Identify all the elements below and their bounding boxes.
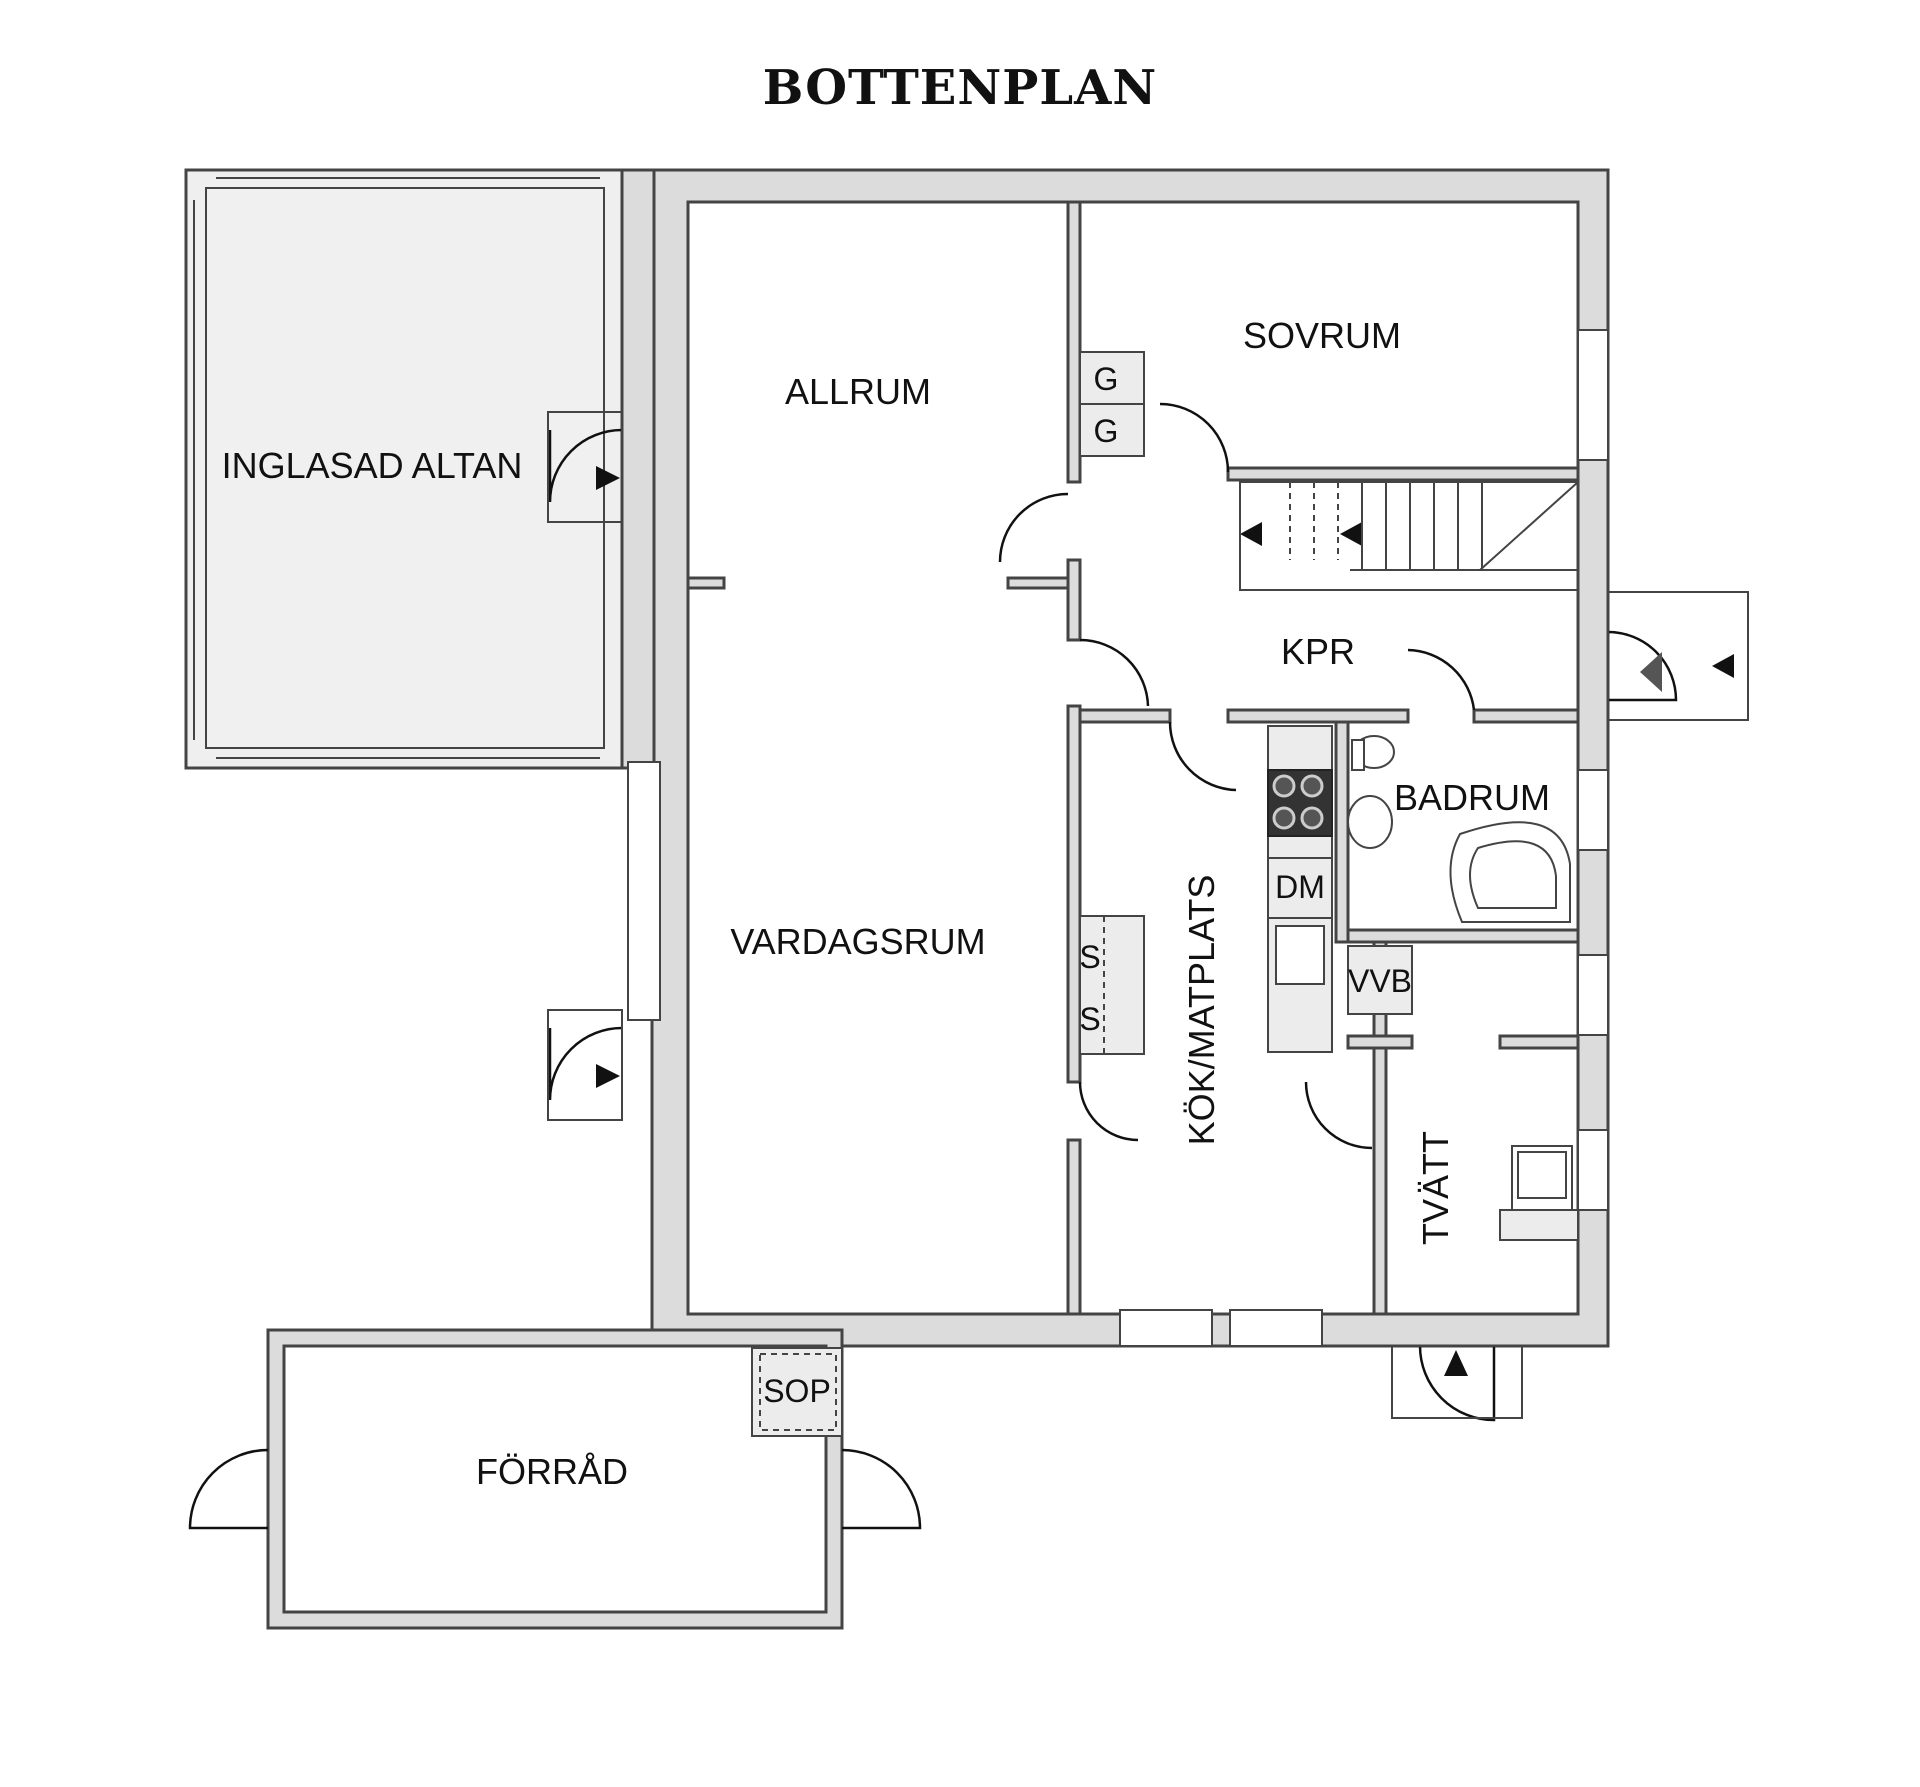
room-label-tvatt: TVÄTT [1415, 1131, 1456, 1245]
room-label-kpr: KPR [1281, 631, 1355, 672]
outer-walls [650, 168, 1610, 1348]
windows [627, 329, 1609, 1347]
plan-title: BOTTENPLAN [762, 60, 1158, 116]
label-garderob-2: G [1094, 413, 1119, 449]
interior-walls [686, 200, 1580, 1316]
room-label-inglasad-altan: INGLASAD ALTAN [222, 445, 523, 486]
tvatt-sink [1511, 1145, 1573, 1213]
label-skap-2: S [1079, 1001, 1100, 1037]
label-sop: SOP [763, 1373, 831, 1409]
room-label-vardagsrum: VARDAGSRUM [730, 921, 985, 962]
fixture-labels: G G S S DM VVB SOP [763, 361, 1412, 1409]
room-label-kok-matplats: KÖK/MATPLATS [1181, 875, 1222, 1146]
label-diskmaskin: DM [1275, 869, 1325, 905]
label-skap-1: S [1079, 939, 1100, 975]
garderob-2 [1079, 403, 1145, 457]
room-labels: INGLASAD ALTAN ALLRUM SOVRUM KPR BADRUM … [222, 315, 1550, 1492]
entry-arrows [596, 466, 1734, 1376]
skap-block [1079, 915, 1145, 1055]
label-vvb: VVB [1348, 963, 1412, 999]
room-label-sovrum: SOVRUM [1243, 315, 1401, 356]
stairs [1239, 481, 1579, 591]
label-garderob-1: G [1094, 361, 1119, 397]
room-label-forrad: FÖRRÅD [476, 1451, 628, 1492]
washbasin [1347, 795, 1393, 849]
fixtures [1079, 351, 1579, 1241]
forrad-area [266, 1328, 844, 1630]
kitchen-sink [1275, 925, 1325, 985]
room-label-allrum: ALLRUM [785, 371, 931, 412]
doors [188, 402, 1749, 1530]
room-label-badrum: BADRUM [1394, 777, 1550, 818]
vvb-unit [1347, 945, 1413, 1015]
